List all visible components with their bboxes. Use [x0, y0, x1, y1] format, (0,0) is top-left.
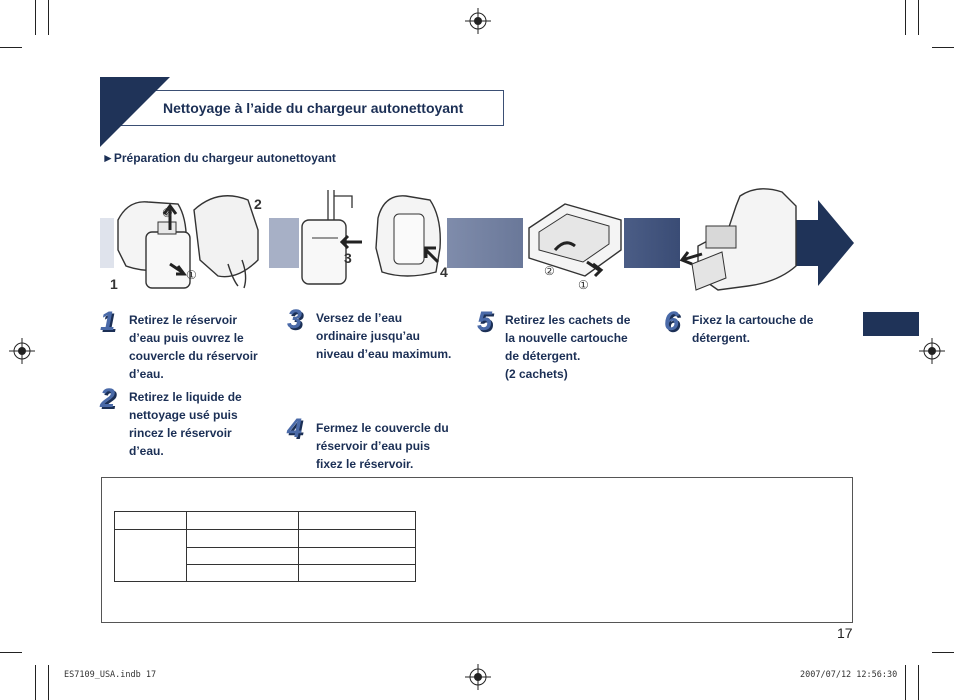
figure-label: 2 [254, 196, 262, 212]
step-number: 1 [100, 306, 116, 336]
step-line: d’eau. [129, 444, 164, 458]
tank-removal-illustration [117, 195, 259, 289]
registration-mark-icon [465, 8, 491, 34]
crop-mark [932, 652, 954, 653]
step-line: niveau d’eau maximum. [316, 347, 452, 361]
step-line: Versez de l’eau [316, 311, 403, 325]
progress-band-segment [100, 218, 114, 268]
step-line: détergent. [692, 331, 751, 345]
figure-marker: ① [578, 278, 589, 292]
next-arrow-icon [790, 200, 854, 286]
crop-mark [932, 47, 954, 48]
step-line: réservoir d’eau puis [316, 439, 431, 453]
step-line: Retirez le réservoir [129, 313, 238, 327]
step-line: Retirez les cachets de [505, 313, 631, 327]
step-line: Fermez le couvercle du [316, 421, 449, 435]
attach-cartridge-illustration [679, 188, 797, 291]
step-line: ordinaire jusqu’au [316, 329, 421, 343]
registration-mark-icon [9, 338, 35, 364]
close-lid-illustration [375, 195, 441, 277]
figure-marker: ② [162, 206, 173, 220]
step-3-text: Versez de l’eau ordinaire jusqu’au nivea… [316, 309, 451, 363]
figure-label: 3 [344, 250, 352, 266]
step-line: fixez le réservoir. [316, 457, 414, 471]
step-number: 2 [100, 383, 116, 413]
crop-mark [905, 0, 906, 35]
crop-mark [918, 665, 919, 700]
progress-band-segment [624, 218, 680, 268]
crop-mark [35, 0, 36, 35]
pour-water-illustration [301, 190, 362, 285]
crop-mark [35, 665, 36, 700]
step-line: de détergent. [505, 349, 581, 363]
figure-marker: ② [544, 264, 555, 278]
figure-marker: ① [186, 268, 197, 282]
cartridge-seals-illustration [528, 203, 622, 278]
footer-file: ES7109_USA.indb 17 [64, 670, 157, 680]
step-line: rincez le réservoir [129, 426, 232, 440]
crop-mark [0, 47, 22, 48]
step-4-text: Fermez le couvercle du réservoir d’eau p… [316, 419, 449, 473]
note-box [101, 477, 853, 623]
step-line: couvercle du réservoir [129, 349, 258, 363]
figure-label: 1 [110, 276, 118, 292]
empty-table [114, 511, 416, 582]
crop-mark [48, 0, 49, 35]
step-line: Retirez le liquide de [129, 390, 242, 404]
step-line: d’eau puis ouvrez le [129, 331, 244, 345]
registration-mark-icon [465, 664, 491, 690]
step-1-text: Retirez le réservoir d’eau puis ouvrez l… [129, 311, 258, 383]
crop-mark [918, 0, 919, 35]
step-6-text: Fixez la cartouche de détergent. [692, 311, 813, 347]
crop-mark [905, 665, 906, 700]
step-number: 6 [664, 306, 680, 336]
step-number: 3 [287, 304, 303, 334]
registration-mark-icon [919, 338, 945, 364]
figure-label: 4 [440, 264, 448, 280]
crop-mark [0, 652, 22, 653]
progress-band-segment [269, 218, 299, 268]
step-line: (2 cachets) [505, 367, 568, 381]
step-5-text: Retirez les cachets de la nouvelle carto… [505, 311, 630, 383]
step-number: 5 [477, 306, 493, 336]
title-accent-triangle [100, 77, 170, 147]
footer-timestamp: 2007/07/12 12:56:30 [800, 670, 898, 680]
step-line: d’eau. [129, 367, 164, 381]
crop-mark [48, 665, 49, 700]
step-line: nettoyage usé puis [129, 408, 238, 422]
step-line: Fixez la cartouche de [692, 313, 814, 327]
page-number: 17 [837, 625, 853, 641]
page-title: Nettoyage à l’aide du chargeur autonetto… [163, 100, 464, 116]
step-number: 4 [287, 413, 303, 443]
step-line: la nouvelle cartouche [505, 331, 628, 345]
section-subtitle: ►Préparation du chargeur autonettoyant [102, 151, 336, 165]
step-2-text: Retirez le liquide de nettoyage usé puis… [129, 388, 242, 460]
progress-band-segment [447, 218, 523, 268]
section-tab [863, 312, 919, 336]
